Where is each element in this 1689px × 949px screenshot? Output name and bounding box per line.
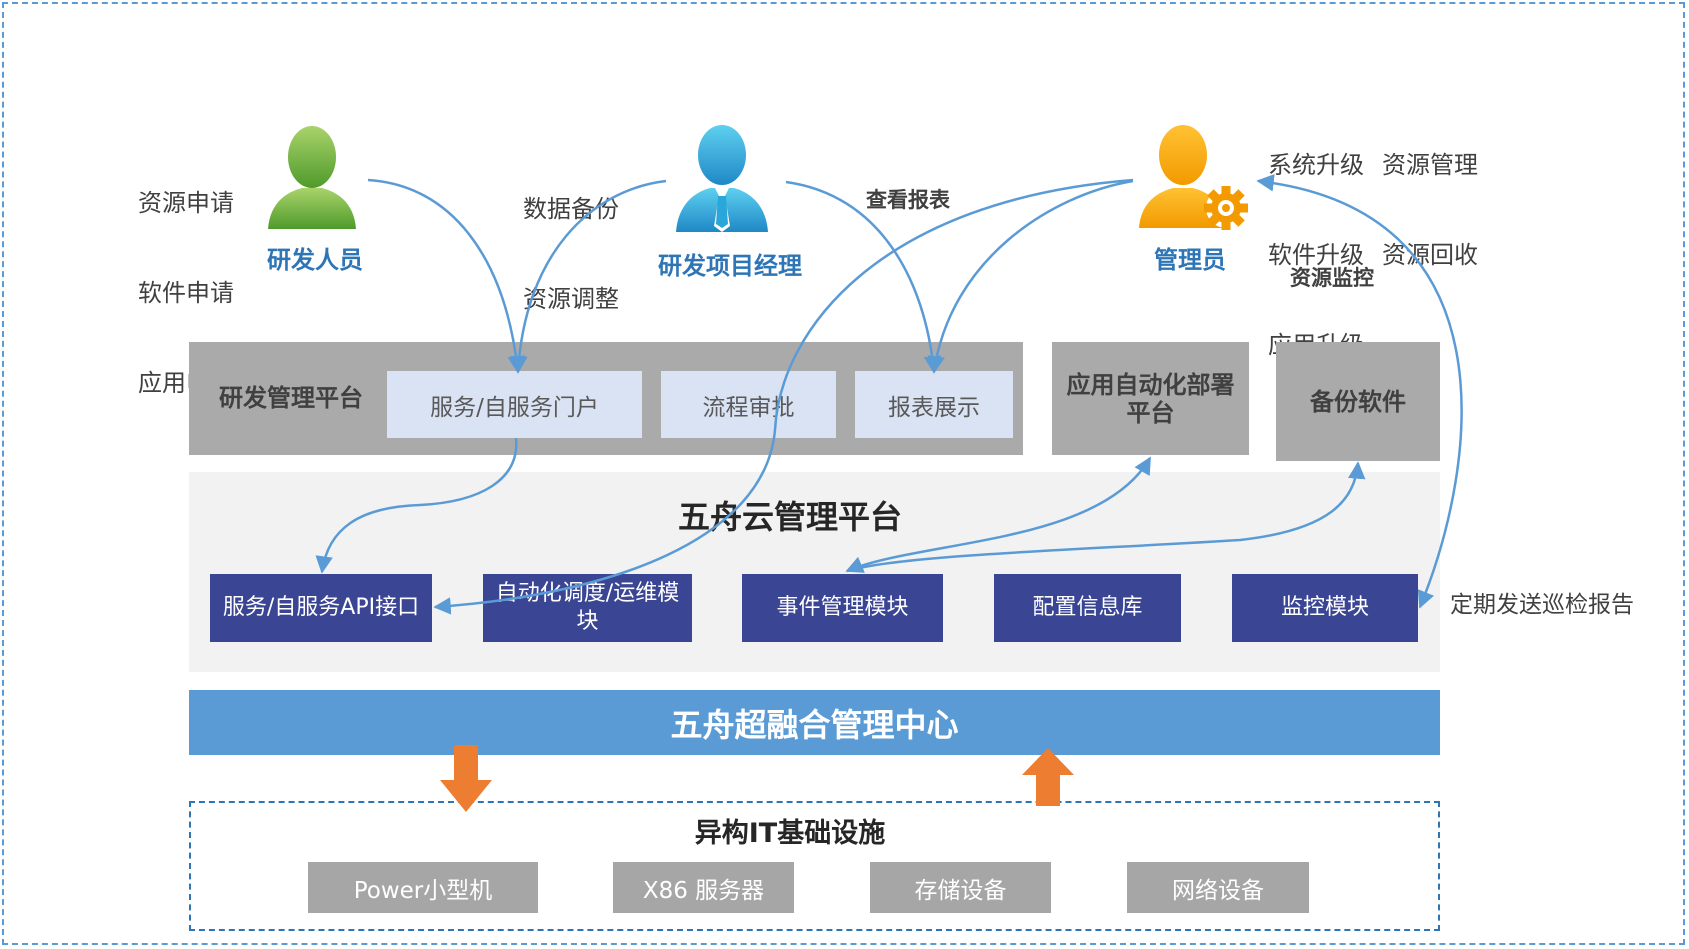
admin-task: 系统升级 xyxy=(1268,151,1364,179)
manager-person-icon xyxy=(676,125,768,232)
auto-deploy-platform[interactable]: 应用自动化部署平台 xyxy=(1052,342,1249,455)
admin-task-list-right: 资源管理 资源回收 xyxy=(1382,90,1478,330)
cloud-module[interactable]: 监控模块 xyxy=(1232,574,1418,642)
cloud-module[interactable]: 自动化调度/运维模块 xyxy=(483,574,692,642)
developer-label: 研发人员 xyxy=(267,245,363,274)
admin-person-gear-icon xyxy=(1139,125,1248,230)
developer-task: 资源申请 xyxy=(138,189,234,217)
rd-module[interactable]: 流程审批 xyxy=(661,371,836,438)
developer-person-icon xyxy=(268,126,356,229)
pm-label: 研发项目经理 xyxy=(658,251,802,280)
rd-platform-title: 研发管理平台 xyxy=(219,384,363,412)
backup-software[interactable]: 备份软件 xyxy=(1276,342,1440,461)
infrastructure-item: 网络设备 xyxy=(1127,862,1309,913)
admin-task: 资源管理 xyxy=(1382,151,1478,179)
rd-module[interactable]: 报表展示 xyxy=(855,371,1013,438)
admin-label: 管理员 xyxy=(1154,245,1226,274)
cloud-module[interactable]: 事件管理模块 xyxy=(742,574,943,642)
rd-module[interactable]: 服务/自服务门户 xyxy=(387,371,642,438)
pm-task: 资源调整 xyxy=(523,285,619,313)
inspection-report-label: 定期发送巡检报告 xyxy=(1450,592,1634,618)
view-reports-label: 查看报表 xyxy=(866,188,950,212)
cloud-platform-title: 五舟云管理平台 xyxy=(677,498,902,536)
pm-task-list: 数据备份 资源调整 xyxy=(523,134,619,374)
hci-center-title: 五舟超融合管理中心 xyxy=(670,705,959,744)
infrastructure-item: Power小型机 xyxy=(308,862,538,913)
admin-task: 资源回收 xyxy=(1382,241,1478,269)
infrastructure-dashed-box xyxy=(189,801,1440,931)
cloud-module[interactable]: 配置信息库 xyxy=(994,574,1181,642)
backup-software-label: 备份软件 xyxy=(1310,387,1406,416)
developer-task: 软件申请 xyxy=(138,279,234,307)
infrastructure-item: X86 服务器 xyxy=(613,862,794,913)
infrastructure-item: 存储设备 xyxy=(870,862,1051,913)
hci-center-bar: 五舟超融合管理中心 xyxy=(189,690,1440,755)
auto-deploy-label: 应用自动化部署平台 xyxy=(1066,370,1235,427)
resource-monitor-label: 资源监控 xyxy=(1290,266,1374,290)
pm-task: 数据备份 xyxy=(523,195,619,223)
infrastructure-title: 异构IT基础设施 xyxy=(694,817,886,849)
cloud-module[interactable]: 服务/自服务API接口 xyxy=(210,574,432,642)
